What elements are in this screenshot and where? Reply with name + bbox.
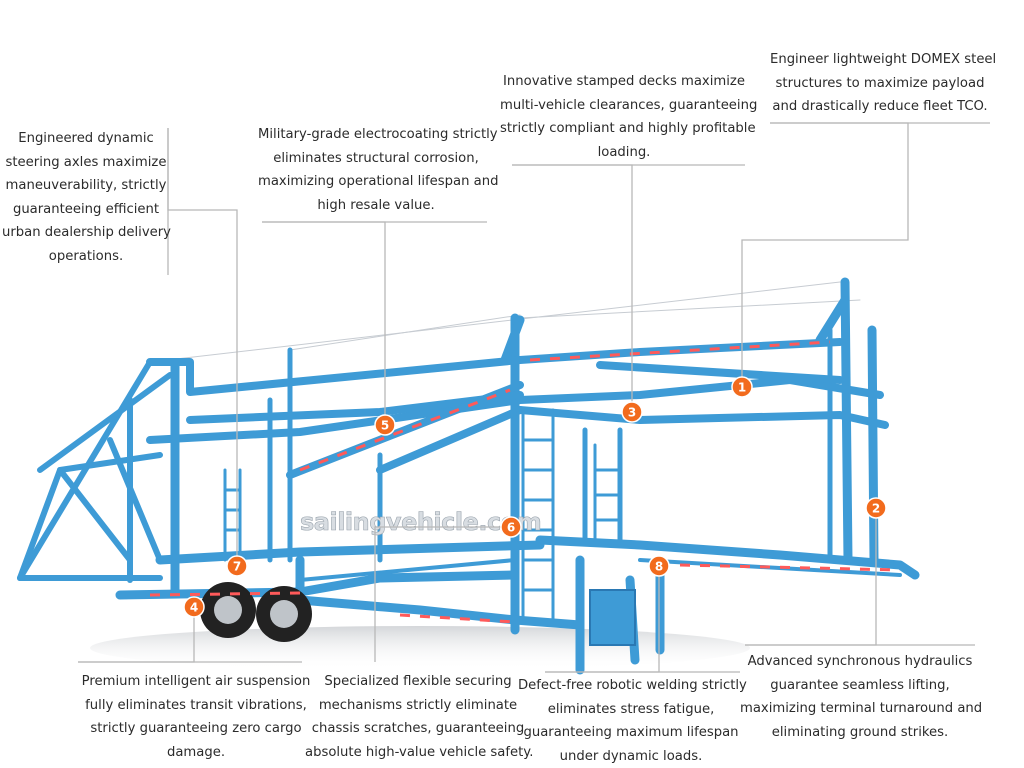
number-badge-3 — [621, 401, 643, 423]
caption-line: loading. — [597, 144, 651, 160]
callout-caption-3: Innovative stamped decks maximize multi-v… — [500, 70, 758, 164]
number-badges: 1 2 3 4 5 6 7 8 — [183, 376, 887, 618]
rear-wheels — [200, 582, 312, 642]
caption-line: maneuverability, strictly — [5, 178, 167, 193]
number-badge-label: 1 — [738, 380, 746, 394]
leader-lines — [78, 122, 990, 673]
callout-caption-5: Military-grade electrocoating strictly el… — [258, 123, 499, 217]
callout-caption-7: Engineered dynamic steering axles maximiz… — [2, 127, 171, 268]
caption-line: steering axles maximize — [5, 154, 167, 170]
number-badge-label: 3 — [628, 405, 636, 419]
trailer-frame — [17, 277, 920, 675]
ground-shadow — [90, 626, 750, 670]
number-badge-label: 5 — [381, 418, 389, 432]
number-badge-6 — [500, 516, 522, 538]
caption-line: eliminates stress fatigue, — [547, 701, 715, 717]
number-badge-label: 7 — [233, 559, 241, 573]
caption-line: guaranteeing maximum lifespan — [523, 725, 739, 740]
number-badge-2 — [865, 497, 887, 519]
caption-line: absolute high-value vehicle safety. — [305, 744, 534, 760]
number-badge-7 — [226, 555, 248, 577]
number-badge-label: 4 — [190, 600, 198, 614]
tool-box — [589, 589, 636, 646]
caption-line: operations. — [48, 248, 124, 264]
caption-line: Premium intelligent air suspension — [81, 674, 311, 689]
caption-line: urban dealership delivery — [2, 225, 171, 240]
callout-caption-6: Specialized flexible securing mechanisms … — [305, 670, 534, 764]
caption-line: strictly compliant and highly profitable — [500, 121, 756, 136]
caption-line: Engineer lightweight DOMEX steel — [770, 52, 997, 67]
caption-line: multi-vehicle clearances, guaranteeing — [500, 97, 758, 113]
caption-line: mechanisms strictly eliminate — [318, 697, 518, 713]
callout-caption-4: Premium intelligent air suspension fully … — [80, 670, 312, 764]
caption-line: fully eliminates transit vibrations, — [85, 697, 307, 713]
caption-line: Engineered dynamic — [18, 131, 154, 146]
caption-line: guarantee seamless lifting, — [770, 677, 950, 693]
number-badge-label: 6 — [507, 520, 515, 534]
caption-line: strictly guaranteeing zero cargo — [90, 721, 302, 736]
caption-line: maximizing terminal turnaround and — [740, 701, 983, 716]
leader-line-2 — [745, 518, 877, 646]
caption-line: eliminates structural corrosion, — [273, 150, 479, 166]
caption-line: high resale value. — [317, 197, 435, 213]
caption-line: under dynamic loads. — [559, 748, 703, 764]
caption-line: chassis scratches, guaranteeing — [311, 721, 525, 736]
callout-caption-1: Engineer lightweight DOMEX steel structur… — [770, 48, 997, 119]
caption-line: maximizing operational lifespan and — [258, 174, 499, 189]
caption-line: Defect-free robotic welding strictly — [518, 678, 747, 693]
caption-line: structures to maximize payload — [775, 75, 985, 91]
number-badge-8 — [648, 555, 670, 577]
number-badge-label: 8 — [655, 559, 663, 573]
callout-caption-2: Advanced synchronous hydraulics guarantee… — [740, 650, 983, 744]
caption-line: Advanced synchronous hydraulics — [747, 654, 973, 669]
caption-line: Innovative stamped decks maximize — [503, 74, 745, 89]
callout-caption-8: Defect-free robotic welding strictly elim… — [518, 674, 747, 768]
number-badge-label: 2 — [872, 501, 880, 515]
caption-line: and drastically reduce fleet TCO. — [772, 99, 988, 114]
number-badge-5 — [374, 414, 396, 436]
leader-line-6 — [374, 526, 501, 662]
caption-line: guaranteeing efficient — [12, 201, 160, 217]
reflector-stripes — [149, 340, 901, 624]
caption-line: Specialized flexible securing — [324, 674, 512, 689]
number-badge-4 — [183, 596, 205, 618]
caption-line: eliminating ground strikes. — [771, 724, 949, 740]
number-badge-1 — [731, 376, 753, 398]
caption-line: damage. — [166, 744, 226, 760]
caption-line: Military-grade electrocoating strictly — [258, 127, 498, 142]
